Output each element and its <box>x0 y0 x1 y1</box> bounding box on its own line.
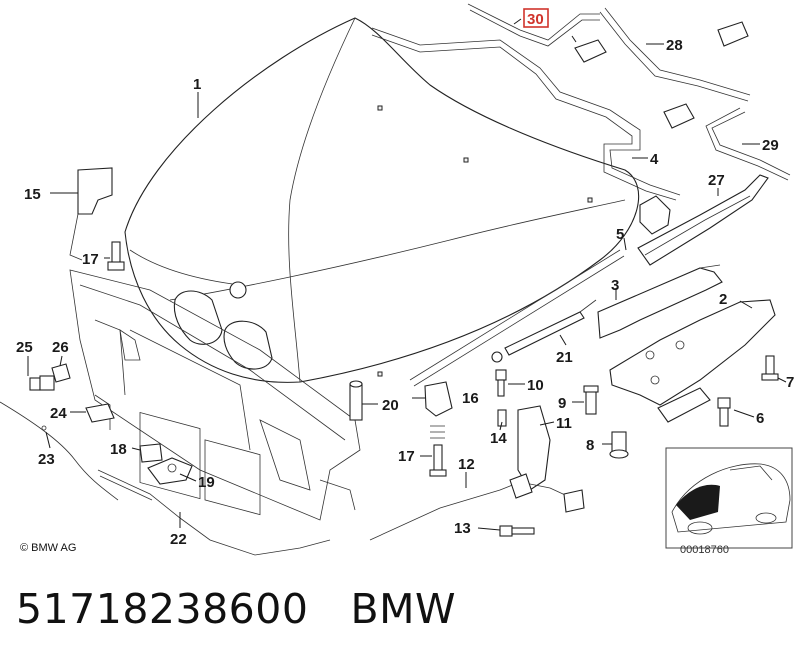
callout-10: 10 <box>527 377 544 394</box>
part-number: 51718238600 <box>16 585 309 633</box>
clip-detail-28 <box>717 21 749 47</box>
seal-strip-28 <box>599 7 751 102</box>
bowden-cable-22 <box>97 469 331 556</box>
callout-30: 30 <box>527 11 544 28</box>
clip-detail-29 <box>663 103 695 129</box>
callout-labels: 1 2 3 4 5 6 7 8 9 10 11 12 13 14 15 16 1… <box>16 8 794 548</box>
callout-24: 24 <box>50 405 67 422</box>
callout-29: 29 <box>762 137 779 154</box>
seal-strip-30 <box>467 3 600 47</box>
copyright-label: © BMW AG <box>20 542 76 554</box>
callout-12: 12 <box>458 456 475 473</box>
bolt-17-upper <box>107 241 125 271</box>
callout-28: 28 <box>666 37 683 54</box>
seal-strip-4 <box>371 27 681 201</box>
bracket-15 <box>69 167 113 261</box>
bracket-16 <box>424 381 453 417</box>
lock-19 <box>147 457 193 485</box>
callout-8: 8 <box>586 437 594 454</box>
brand-name: BMW <box>350 585 456 633</box>
callout-7: 7 <box>786 374 794 391</box>
callout-16: 16 <box>462 390 479 407</box>
callout-21: 21 <box>556 349 573 366</box>
callout-1: 1 <box>193 76 201 93</box>
hinge-bracket-3 <box>597 264 723 339</box>
callout-leaders <box>27 18 787 531</box>
seal-strip-27 <box>637 174 769 266</box>
callout-18: 18 <box>110 441 127 458</box>
callout-9: 9 <box>558 395 566 412</box>
callout-25: 25 <box>16 339 33 356</box>
diagram-number: 00018760 <box>680 544 729 556</box>
callout-3: 3 <box>611 277 619 294</box>
gas-strut-21 <box>491 299 597 363</box>
callout-17-lower: 17 <box>398 448 415 465</box>
cable-23 <box>0 401 119 501</box>
callout-4: 4 <box>650 151 659 168</box>
callout-13: 13 <box>454 520 471 537</box>
hinge-2 <box>609 299 776 423</box>
buffer-18 <box>139 443 163 463</box>
buffer-20 <box>349 380 363 421</box>
bolt-10 <box>495 369 507 397</box>
strip-5 <box>409 249 625 387</box>
callout-2: 2 <box>719 291 727 308</box>
part-caption: 51718238600 BMW <box>16 585 456 633</box>
callout-23: 23 <box>38 451 55 468</box>
callout-26: 26 <box>52 339 69 356</box>
callout-27: 27 <box>708 172 725 189</box>
callout-6: 6 <box>756 410 764 427</box>
highlight-box-30 <box>523 8 549 28</box>
clip-24 <box>85 403 115 423</box>
callout-5: 5 <box>616 226 624 243</box>
callout-11: 11 <box>556 415 572 432</box>
spring-bolt-17-lower <box>429 425 447 477</box>
callout-20: 20 <box>382 397 399 414</box>
callout-19: 19 <box>198 474 215 491</box>
rivet-8 <box>609 431 629 459</box>
clip-detail-30 <box>574 39 607 63</box>
clip-detail-27 <box>639 195 671 235</box>
callout-14: 14 <box>490 430 507 447</box>
bolt-7 <box>761 355 779 381</box>
hood-panel <box>124 17 640 383</box>
bracket-11 <box>517 405 551 491</box>
screw-6 <box>717 397 731 427</box>
bolt-25 <box>29 375 55 391</box>
callout-17-upper: 17 <box>82 251 99 268</box>
rubber-buffer-26 <box>51 363 71 383</box>
bolt-9 <box>583 385 599 415</box>
seal-strip-29 <box>705 107 791 181</box>
callout-15: 15 <box>24 186 41 203</box>
cable-12 <box>369 473 585 541</box>
car-location-thumbnail <box>665 447 793 549</box>
bolt-14 <box>497 409 507 427</box>
screw-13 <box>499 525 535 537</box>
callout-22: 22 <box>170 531 187 548</box>
